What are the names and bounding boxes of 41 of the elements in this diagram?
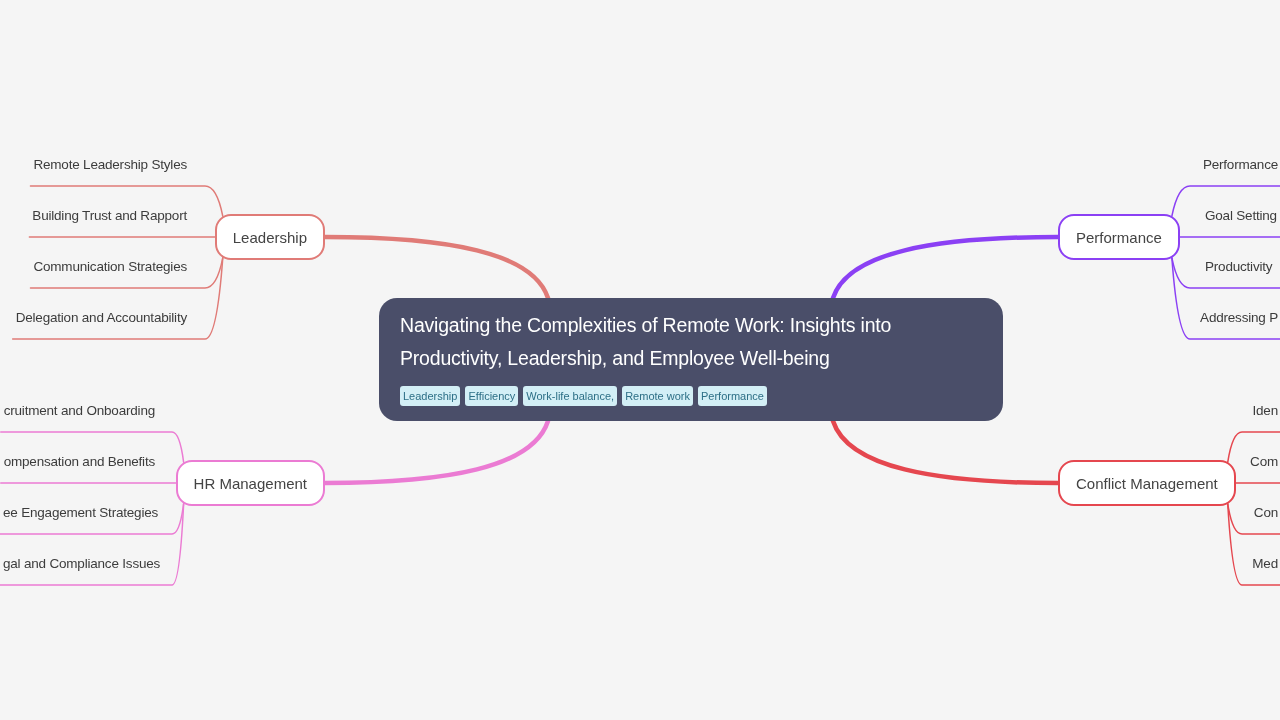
tag-chip: Leadership xyxy=(400,386,461,406)
subtopic-label: Com xyxy=(1242,447,1280,483)
subtopic-label: Goal Setting xyxy=(1190,201,1280,237)
central-topic-box xyxy=(379,298,1003,421)
connector-line xyxy=(1227,431,1280,463)
connector-line xyxy=(0,431,185,463)
connector-line xyxy=(29,185,224,217)
subtopic-label: Addressing P xyxy=(1190,303,1280,339)
connector-line xyxy=(1171,185,1280,217)
tag-chip: Efficiency xyxy=(465,386,519,406)
subtopic-label: Performance xyxy=(1190,150,1280,186)
subtopic-label: cruitment and Onboarding xyxy=(0,396,172,432)
branch-topic: Performance xyxy=(1058,214,1180,260)
connector-line xyxy=(28,236,216,238)
connector-line xyxy=(29,257,224,289)
tag-chip: Work-life balance, xyxy=(523,386,618,406)
subtopic-label: Remote Leadership Styles xyxy=(30,150,205,186)
subtopic-label: Building Trust and Rapport xyxy=(29,201,205,237)
subtopic-label: Communication Strategies xyxy=(30,252,205,288)
branch-topic: HR Management xyxy=(175,460,325,506)
connector-line xyxy=(1171,257,1280,340)
subtopic-label: Con xyxy=(1242,498,1280,534)
subtopic-label: Delegation and Accountability xyxy=(12,303,205,339)
connector-line xyxy=(11,257,224,340)
connector-line xyxy=(0,503,185,535)
branch-topic: Conflict Management xyxy=(1058,460,1236,506)
connector-line xyxy=(0,503,185,586)
topic-title: Navigating the Complexities of Remote Work: Insights into Productivity, Leadership, and Employee Well-being xyxy=(400,313,893,371)
connector-line xyxy=(0,482,177,484)
connector-line xyxy=(1179,236,1280,238)
subtopic-label: ompensation and Benefits xyxy=(0,447,172,483)
subtopic-label: ee Engagement Strategies xyxy=(0,498,172,534)
tag-chip: Performance xyxy=(697,386,767,406)
subtopic-label: Productivity xyxy=(1190,252,1280,288)
connector-line xyxy=(1235,482,1280,484)
subtopic-label: Med xyxy=(1242,549,1280,585)
subtopic-label: gal and Compliance Issues xyxy=(0,549,172,585)
branch-topic: Leadership xyxy=(214,214,325,260)
subtopic-label: Iden xyxy=(1242,396,1280,432)
tag-chip: Remote work xyxy=(622,386,693,406)
connector-line xyxy=(1227,503,1280,586)
